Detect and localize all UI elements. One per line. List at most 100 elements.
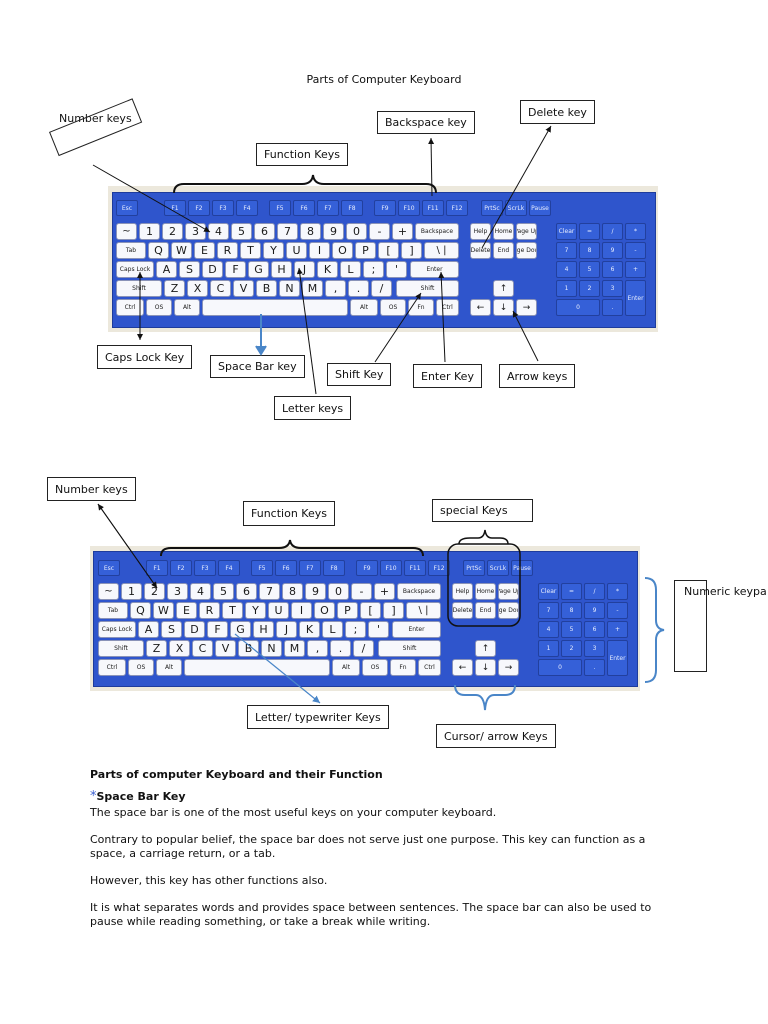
key: H [253,621,274,638]
key: F6 [275,560,297,576]
key: E [176,602,197,619]
key: 0 [538,659,582,676]
key: F11 [404,560,426,576]
key: X [187,280,208,297]
subheading-row: *Space Bar Key [90,790,670,804]
key: Alt [332,659,360,676]
key: Caps Lock [98,621,136,638]
key: N [279,280,300,297]
key: 7 [259,583,280,600]
key: Page Up [498,583,519,600]
key: F8 [341,200,363,216]
label-backspace-key: Backspace key [377,111,475,134]
key: . [602,299,623,316]
key: Backspace [397,583,441,600]
key: G [248,261,269,278]
key: C [210,280,231,297]
key: → [498,659,519,676]
key: Shift [378,640,441,657]
key: Tab [98,602,128,619]
key: O [314,602,335,619]
key: Alt [350,299,378,316]
key: Esc [98,560,120,576]
key: ↑ [493,280,514,297]
key: F6 [293,200,315,216]
key: Shift [98,640,144,657]
key: F3 [212,200,234,216]
key: L [340,261,361,278]
key: - [607,602,628,619]
key: Shift [116,280,162,297]
key: 1 [121,583,142,600]
key: \ | [406,602,441,619]
key: S [179,261,200,278]
key: ↓ [475,659,496,676]
label-caps-lock-key: Caps Lock Key [97,345,193,369]
key: = [579,223,600,240]
key: / [371,280,392,297]
key: X [169,640,190,657]
key: N [261,640,282,657]
key: ~ [98,583,119,600]
key: 6 [584,621,605,638]
key: Esc [116,200,138,216]
key: + [625,261,646,278]
key: / [353,640,374,657]
paragraph-3: However, this key has other functions al… [90,874,328,887]
page-title: Parts of Computer Keyboard [306,73,462,86]
key: ' [386,261,407,278]
key: T [240,242,261,259]
key: + [374,583,395,600]
key: 2 [561,640,582,657]
key: 2 [162,223,183,240]
key: 1 [556,280,577,297]
key: 3 [584,640,605,657]
key: , [325,280,346,297]
key: R [217,242,238,259]
label-enter-key: Enter Key [413,364,482,388]
key: 7 [277,223,298,240]
label-arrow-keys: Arrow keys [499,364,576,388]
key: F5 [269,200,291,216]
key: 8 [300,223,321,240]
key: Ctrl [116,299,144,316]
key: / [584,583,605,600]
key: Z [146,640,167,657]
key: 4 [538,621,559,638]
key: J [276,621,297,638]
key: Caps Lock [116,261,154,278]
key: 5 [231,223,252,240]
key [184,659,330,676]
key: 3 [602,280,623,297]
key: F [207,621,228,638]
key: U [286,242,307,259]
key: Page Down [516,242,537,259]
key: E [194,242,215,259]
bullet-star: * [90,789,97,804]
key: 9 [323,223,344,240]
section-heading: Parts of computer Keyboard and their Fun… [90,768,383,781]
key: ScrLk [505,200,527,216]
key: ~ [116,223,137,240]
key: ← [470,299,491,316]
key: ' [368,621,389,638]
key: F11 [422,200,444,216]
key: P [337,602,358,619]
key [202,299,348,316]
key: ↓ [493,299,514,316]
label-letter-keys-2: Letter/ typewriter Keys [247,705,389,729]
content-section: Parts of computer Keyboard and their Fun… [90,768,670,782]
label-cursor-keys: Cursor/ arrow Keys [436,724,556,748]
key: O [332,242,353,259]
key: F3 [194,560,216,576]
key: OS [362,659,388,676]
key: → [516,299,537,316]
key: ScrLk [487,560,509,576]
key: Enter [625,280,646,316]
key: F12 [428,560,450,576]
key: V [215,640,236,657]
key: Delete [470,242,491,259]
key: ] [383,602,404,619]
key: F10 [398,200,420,216]
